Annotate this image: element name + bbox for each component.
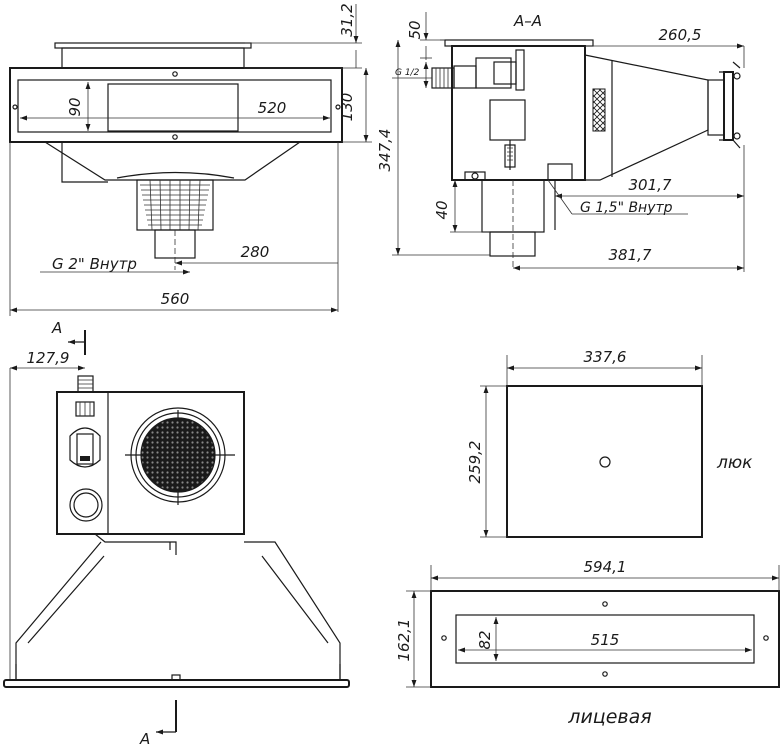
front-screw-left [12,104,18,110]
dim-381-7: 381,7 [609,246,652,264]
faceplate-label: лицевая [567,706,651,728]
hatch-label: люк [716,453,753,473]
dim-594-1: 594,1 [584,558,627,576]
section-flange [707,79,725,136]
section-float [489,99,526,141]
front-lid-frame [61,47,245,69]
dim-301-7: 301,7 [629,176,672,194]
dim-40: 40 [433,200,451,219]
front-window [107,83,239,132]
front-lid-plate [54,42,252,49]
hatch-handle [599,456,611,468]
section-view: А–А [431,12,741,268]
dim-259-2: 259,2 [466,441,484,484]
dim-130: 130 [338,93,356,122]
front-opening-outer [17,79,332,133]
dim-162-1: 162,1 [395,619,413,662]
section-valve [475,57,512,89]
dim-31-2: 31,2 [338,3,356,36]
dim-347-4: 347,4 [376,129,394,172]
plan-float [69,427,101,468]
section-inlet-fitting [431,67,455,89]
thread-label: G 1,5" Внутр [580,200,673,216]
plan-view: А А 127,9 [3,319,350,748]
section-clamps [719,61,741,149]
front-view [9,42,343,270]
dim-280: 280 [241,243,270,261]
dim-520: 520 [258,99,287,117]
front-screw-right [335,104,341,110]
front-dimensions: 31,2 130 90 520 280 G 2" Внутр 560 [9,3,372,316]
plan-body [56,391,245,535]
dim-127-9: 127,9 [27,349,70,367]
dim-560: 560 [161,290,190,308]
plan-grille-ring [130,407,226,503]
plan-hopper [15,541,341,680]
plan-hopper-inner [27,555,329,644]
section-outlet-pipe [489,231,536,257]
section-mouth-insert [592,88,606,132]
plan-faceplate-edge [3,679,350,688]
front-hopper-side [61,142,108,183]
front-hopper [44,141,301,181]
plan-grille [140,417,216,493]
dim-260-5: 260,5 [659,26,702,44]
hatch-plate [506,385,703,538]
dim-337-6: 337,6 [584,348,627,366]
dim-515: 515 [591,631,620,649]
faceplate-view: 594,1 162,1 82 515 лицевая [395,558,780,728]
dim-82: 82 [476,630,494,649]
plan-drain [69,488,103,522]
section-mark-top-label: А [51,319,62,337]
faceplate-plate [430,590,780,688]
front-screw-bottom [172,134,178,140]
section-outlet-body [481,179,545,233]
thread-leader [547,179,573,215]
front-screw-top [172,71,178,77]
dim-50: 50 [406,20,424,39]
section-face-plate [723,71,734,141]
front-flange-panel [9,67,343,143]
hatch-view: 337,6 259,2 люк [466,348,753,538]
section-mark-bottom-label: А [139,730,150,748]
section-title: А–А [513,12,542,30]
faceplate-opening [455,614,755,664]
section-dimensions: 50 G 1/2 347,4 40 260,5 301,7 G 1,5" Вну… [376,12,745,272]
plan-outlet [94,533,177,555]
front-grille-dome [116,171,235,179]
dim-90: 90 [66,97,84,116]
outlet-label: G 2" Внутр [52,255,137,273]
front-grille-slats [140,179,210,231]
dim-g-half: G 1/2 [395,68,420,78]
